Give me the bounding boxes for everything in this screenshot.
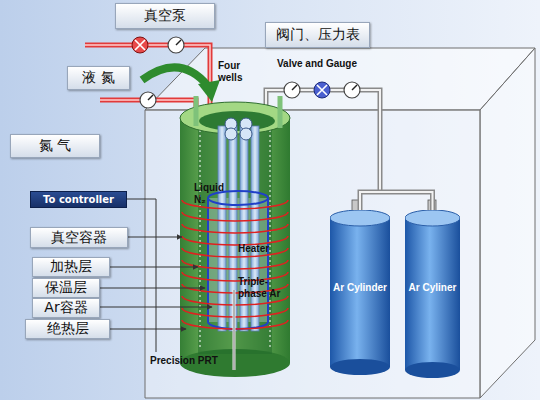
cylinder-body [405,218,460,370]
part-label: Liquid N₂ [194,182,228,205]
heater-coil [182,272,288,281]
leader-line [128,237,182,238]
leader-line [100,288,205,289]
box-label: 加热层 [50,258,92,276]
box-side [480,48,535,398]
part-label: Heater [238,243,288,255]
part-label: Valve and Gauge [277,58,377,70]
box-label: 阀门、压力表 [276,26,360,44]
part-label: Precision PRT [150,355,230,367]
well-tube [240,126,248,331]
box-label: 真空容器 [51,229,107,247]
gauge-needle [148,95,153,100]
heater-coil [182,236,288,245]
cryostat [180,96,290,377]
label-box: 加热层 [32,257,110,277]
heater-coil [182,260,288,269]
gas-cylinder: Ar Cylinder [330,210,390,375]
pipe-connector [360,192,433,210]
top-tubes [196,96,280,128]
label-box: 真空泵 [115,3,215,29]
part-label: Triple-phase Ar [238,276,286,299]
well-tube [251,126,259,331]
controller-box: To controller [30,191,127,208]
gauge-symbol [344,82,360,98]
fill-arrow [142,67,208,86]
gauge-symbol [168,37,184,53]
cylinder-bottom [330,359,390,375]
box-label: 液 氮 [82,69,114,87]
gauge-symbol [284,82,300,98]
box-label: 氮 气 [39,137,71,155]
box-label: 保温层 [45,279,87,297]
valve-symbol [132,37,148,53]
fill-arrow [142,67,220,102]
vessel-rim [208,191,268,205]
label-box: 真空容器 [30,227,128,248]
box-label: To controller [43,194,114,205]
gauge-needle [292,85,297,90]
prt-probe-core [234,290,235,370]
cylinder-top [330,210,390,226]
leader-line [100,307,212,308]
label-box: Ar容器 [32,298,100,318]
gas-cylinder: Ar Cyliner [405,210,460,378]
leader-line [110,329,186,330]
cylinder-label: Ar Cylinder [333,282,387,293]
cylinder-shape [405,210,460,378]
box-front [145,110,480,398]
well-tube [218,126,226,331]
valve-symbol [132,37,148,53]
part-label: Four wells [218,60,258,83]
gauge-symbol [140,92,156,108]
heater-coil [182,224,288,233]
prt-probe [233,290,236,370]
valve-cross [135,40,145,50]
arrow-head [198,80,220,102]
label-box: 保温层 [32,278,100,298]
label-box: 氮 气 [10,134,100,158]
pipe-line [360,192,433,210]
enclosure-box [145,48,535,398]
leader-lines [100,199,212,352]
label-box: 绝热层 [25,319,110,339]
heater-coil [182,212,288,221]
box-label: Ar容器 [44,299,87,317]
heater-coil [182,248,288,257]
cylinder-label: Ar Cyliner [409,282,457,293]
gauge-needle [352,85,357,90]
valve-cross [317,85,327,95]
box-label: 绝热层 [47,320,89,338]
cylinder-bottom [405,362,460,378]
well-opening [240,128,252,140]
cylinder-top [405,210,460,226]
pipe-core [360,192,433,210]
leader-line [110,267,198,268]
gauge-needle [176,40,181,45]
box-label: 真空泵 [144,7,186,25]
valve-symbol [314,82,330,98]
well-opening [225,128,237,140]
cylinder-body [330,218,390,367]
label-box: 阀门、压力表 [265,22,370,48]
label-box: 液 氮 [67,66,130,90]
